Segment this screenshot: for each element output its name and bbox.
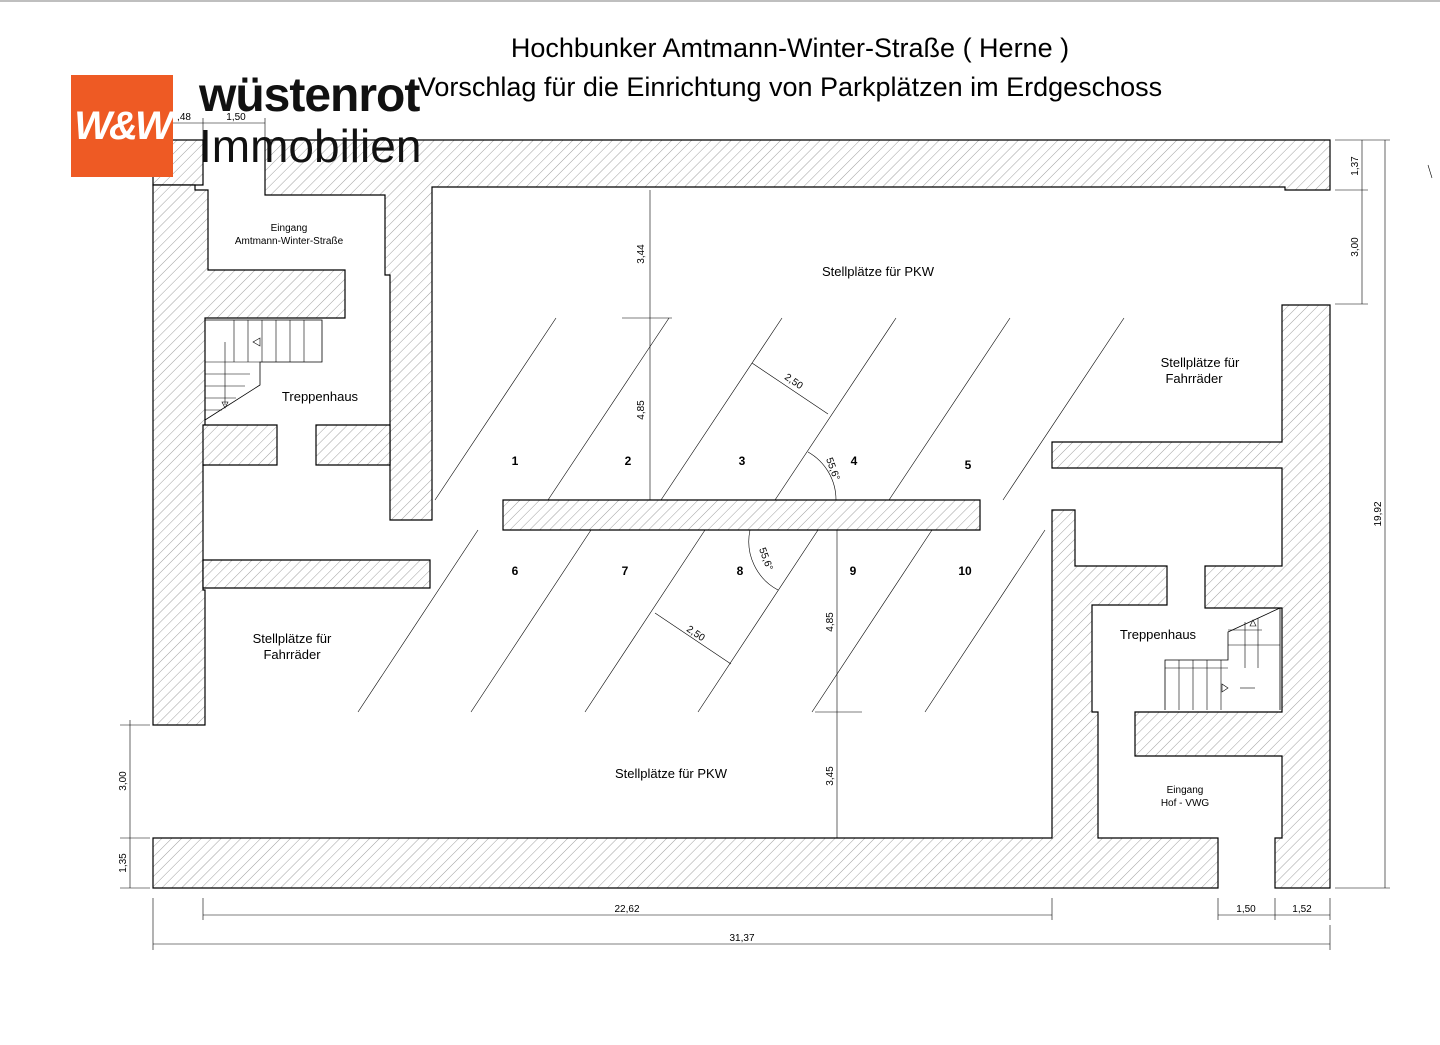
walls: [152, 139, 1331, 889]
car-top-label: Stellplätze für PKW: [822, 264, 935, 279]
dim-top-left-a: ,48: [177, 112, 191, 123]
logo-word-1: wüstenrot: [199, 69, 420, 122]
dim-right-gap: 3,00: [1350, 237, 1361, 257]
dim-bottom-inner: 22,62: [614, 904, 639, 915]
space-1: 1: [512, 454, 519, 468]
dim-bottom-total: 31,37: [729, 933, 754, 944]
space-5: 5: [965, 458, 972, 472]
dim-angle-top: 55,6°: [823, 456, 841, 482]
space-10: 10: [958, 564, 972, 578]
logo-mark: W&W: [71, 75, 173, 177]
dim-right-top: 1,37: [1350, 156, 1361, 176]
space-9: 9: [850, 564, 857, 578]
stairs-right-label: Treppenhaus: [1120, 627, 1197, 642]
dim-inner-top: 3,44: [636, 244, 647, 264]
dim-space-width-top: 2,50: [782, 372, 805, 392]
dim-right-total: 19,92: [1373, 501, 1384, 526]
space-8: 8: [737, 564, 744, 578]
entrance-top-label: Eingang: [271, 223, 308, 234]
dim-bottom-right-b: 1,52: [1292, 904, 1312, 915]
space-numbers: 1 2 3 4 5 6 7 8 9 10: [512, 454, 972, 578]
dim-bottom-right-a: 1,50: [1236, 904, 1256, 915]
entrance-bottom-label: Eingang: [1167, 785, 1204, 796]
space-2: 2: [625, 454, 632, 468]
dim-space-depth-top: 4,85: [636, 400, 647, 420]
entrance-top-street: Amtmann-Winter-Straße: [235, 236, 344, 247]
wuestenrot-logo: W&W wüstenrot Immobilien: [71, 71, 451, 180]
parking-lines: [357, 317, 1125, 713]
space-7: 7: [622, 564, 629, 578]
title-line-2: Vorschlag für die Einrichtung von Parkpl…: [418, 72, 1162, 102]
room-labels: Eingang Amtmann-Winter-Straße Treppenhau…: [235, 223, 1240, 809]
logo-word-2: Immobilien: [199, 120, 422, 172]
title-line-1: Hochbunker Amtmann-Winter-Straße ( Herne…: [511, 33, 1069, 63]
bike-right-label-1: Stellplätze für: [1161, 355, 1240, 370]
bike-right-label-2: Fahrräder: [1165, 371, 1223, 386]
space-6: 6: [512, 564, 519, 578]
dim-space-depth-bottom: 4,85: [825, 612, 836, 632]
stairs-left: [204, 319, 323, 421]
space-3: 3: [739, 454, 746, 468]
entrance-bottom-sub: Hof - VWG: [1161, 798, 1210, 809]
dim-angle-bottom: 55,6°: [756, 546, 774, 572]
bike-left-label-2: Fahrräder: [263, 647, 321, 662]
dim-left-gap: 3,00: [118, 771, 129, 791]
dim-top-left-b: 1,50: [226, 112, 246, 123]
car-bottom-label: Stellplätze für PKW: [615, 766, 728, 781]
dim-space-width-bottom: 2,50: [684, 624, 707, 644]
dim-inner-bottom: 3,45: [825, 766, 836, 786]
space-4: 4: [851, 454, 858, 468]
stairs-right: [1164, 607, 1281, 710]
stairs-left-label: Treppenhaus: [282, 389, 359, 404]
dim-left-bottom: 1,35: [118, 853, 129, 873]
bike-left-label-1: Stellplätze für: [253, 631, 332, 646]
